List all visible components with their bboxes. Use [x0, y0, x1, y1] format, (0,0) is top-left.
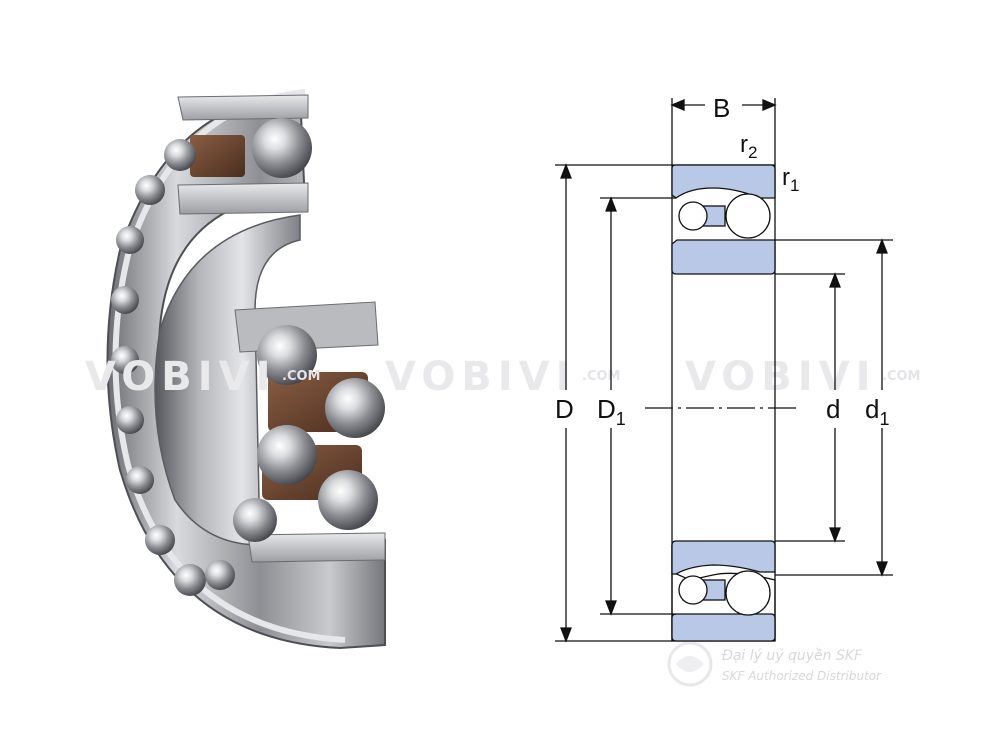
label-r1-sub: 1	[790, 176, 799, 195]
bearing-photo	[106, 89, 386, 650]
watermark-brand: VOBIVI	[85, 354, 276, 400]
cross-section-drawing	[555, 98, 893, 643]
watermark-brand: VOBIVI	[685, 354, 876, 400]
label-d1-main: d	[865, 394, 879, 424]
label-D: D	[555, 394, 574, 424]
label-r1: r1	[782, 164, 799, 195]
inner-ring-bottom	[671, 540, 776, 575]
cage-segment	[190, 135, 245, 177]
label-D1-main: D	[597, 394, 616, 424]
top-cut-face	[177, 94, 309, 121]
ball-top-right	[725, 193, 771, 239]
ball	[233, 498, 277, 542]
watermark-brand: VOBIVI	[385, 354, 576, 400]
outer-ring-top	[671, 164, 776, 199]
watermark-suffix: .COM	[882, 369, 920, 384]
ball	[126, 466, 154, 494]
ball	[252, 118, 312, 178]
ball	[111, 346, 139, 374]
distributor-line2: SKF Authorized Distributor	[722, 669, 882, 683]
label-d1-sub: 1	[879, 409, 889, 429]
label-r2-main: r	[740, 131, 748, 158]
ball	[174, 564, 206, 596]
ball	[325, 378, 385, 438]
bottom-cut-face	[247, 532, 386, 563]
label-r2: r2	[740, 131, 757, 162]
top-cut-face-lower	[177, 182, 309, 215]
dimension-labels: B r2 r1 D D1 d d1	[555, 93, 889, 429]
watermark-suffix: .COM	[582, 369, 620, 384]
ball-top-left	[678, 201, 708, 231]
label-D1: D1	[597, 394, 626, 429]
ball	[116, 406, 144, 434]
label-d1: d1	[865, 394, 889, 429]
ball	[116, 226, 144, 254]
label-B: B	[713, 93, 730, 123]
watermark: VOBIVI .COM VOBIVI .COM VOBIVI .COM	[85, 354, 920, 400]
ball	[135, 175, 165, 205]
distributor-line1: Đại lý uỷ quyền SKF	[722, 647, 863, 664]
ball	[205, 560, 235, 590]
ball-bottom-right	[725, 570, 771, 616]
ball	[257, 325, 317, 385]
label-r1-main: r	[782, 164, 790, 191]
ball	[164, 139, 196, 171]
label-r2-sub: 2	[748, 143, 757, 162]
ball	[318, 470, 378, 530]
label-d: d	[826, 394, 840, 424]
ball	[111, 286, 139, 314]
inner-ring-top	[671, 239, 776, 275]
outer-ring-bottom-fill	[671, 613, 776, 642]
inner-ring-bore	[154, 214, 301, 546]
label-D1-sub: 1	[616, 409, 626, 429]
skf-logo-icon	[667, 641, 713, 687]
distributor-badge: Đại lý uỷ quyền SKF SKF Authorized Distr…	[667, 641, 882, 687]
watermark-suffix: .COM	[282, 369, 320, 384]
ball	[145, 525, 175, 555]
ball	[257, 425, 317, 485]
ball-bottom-left	[678, 575, 708, 605]
